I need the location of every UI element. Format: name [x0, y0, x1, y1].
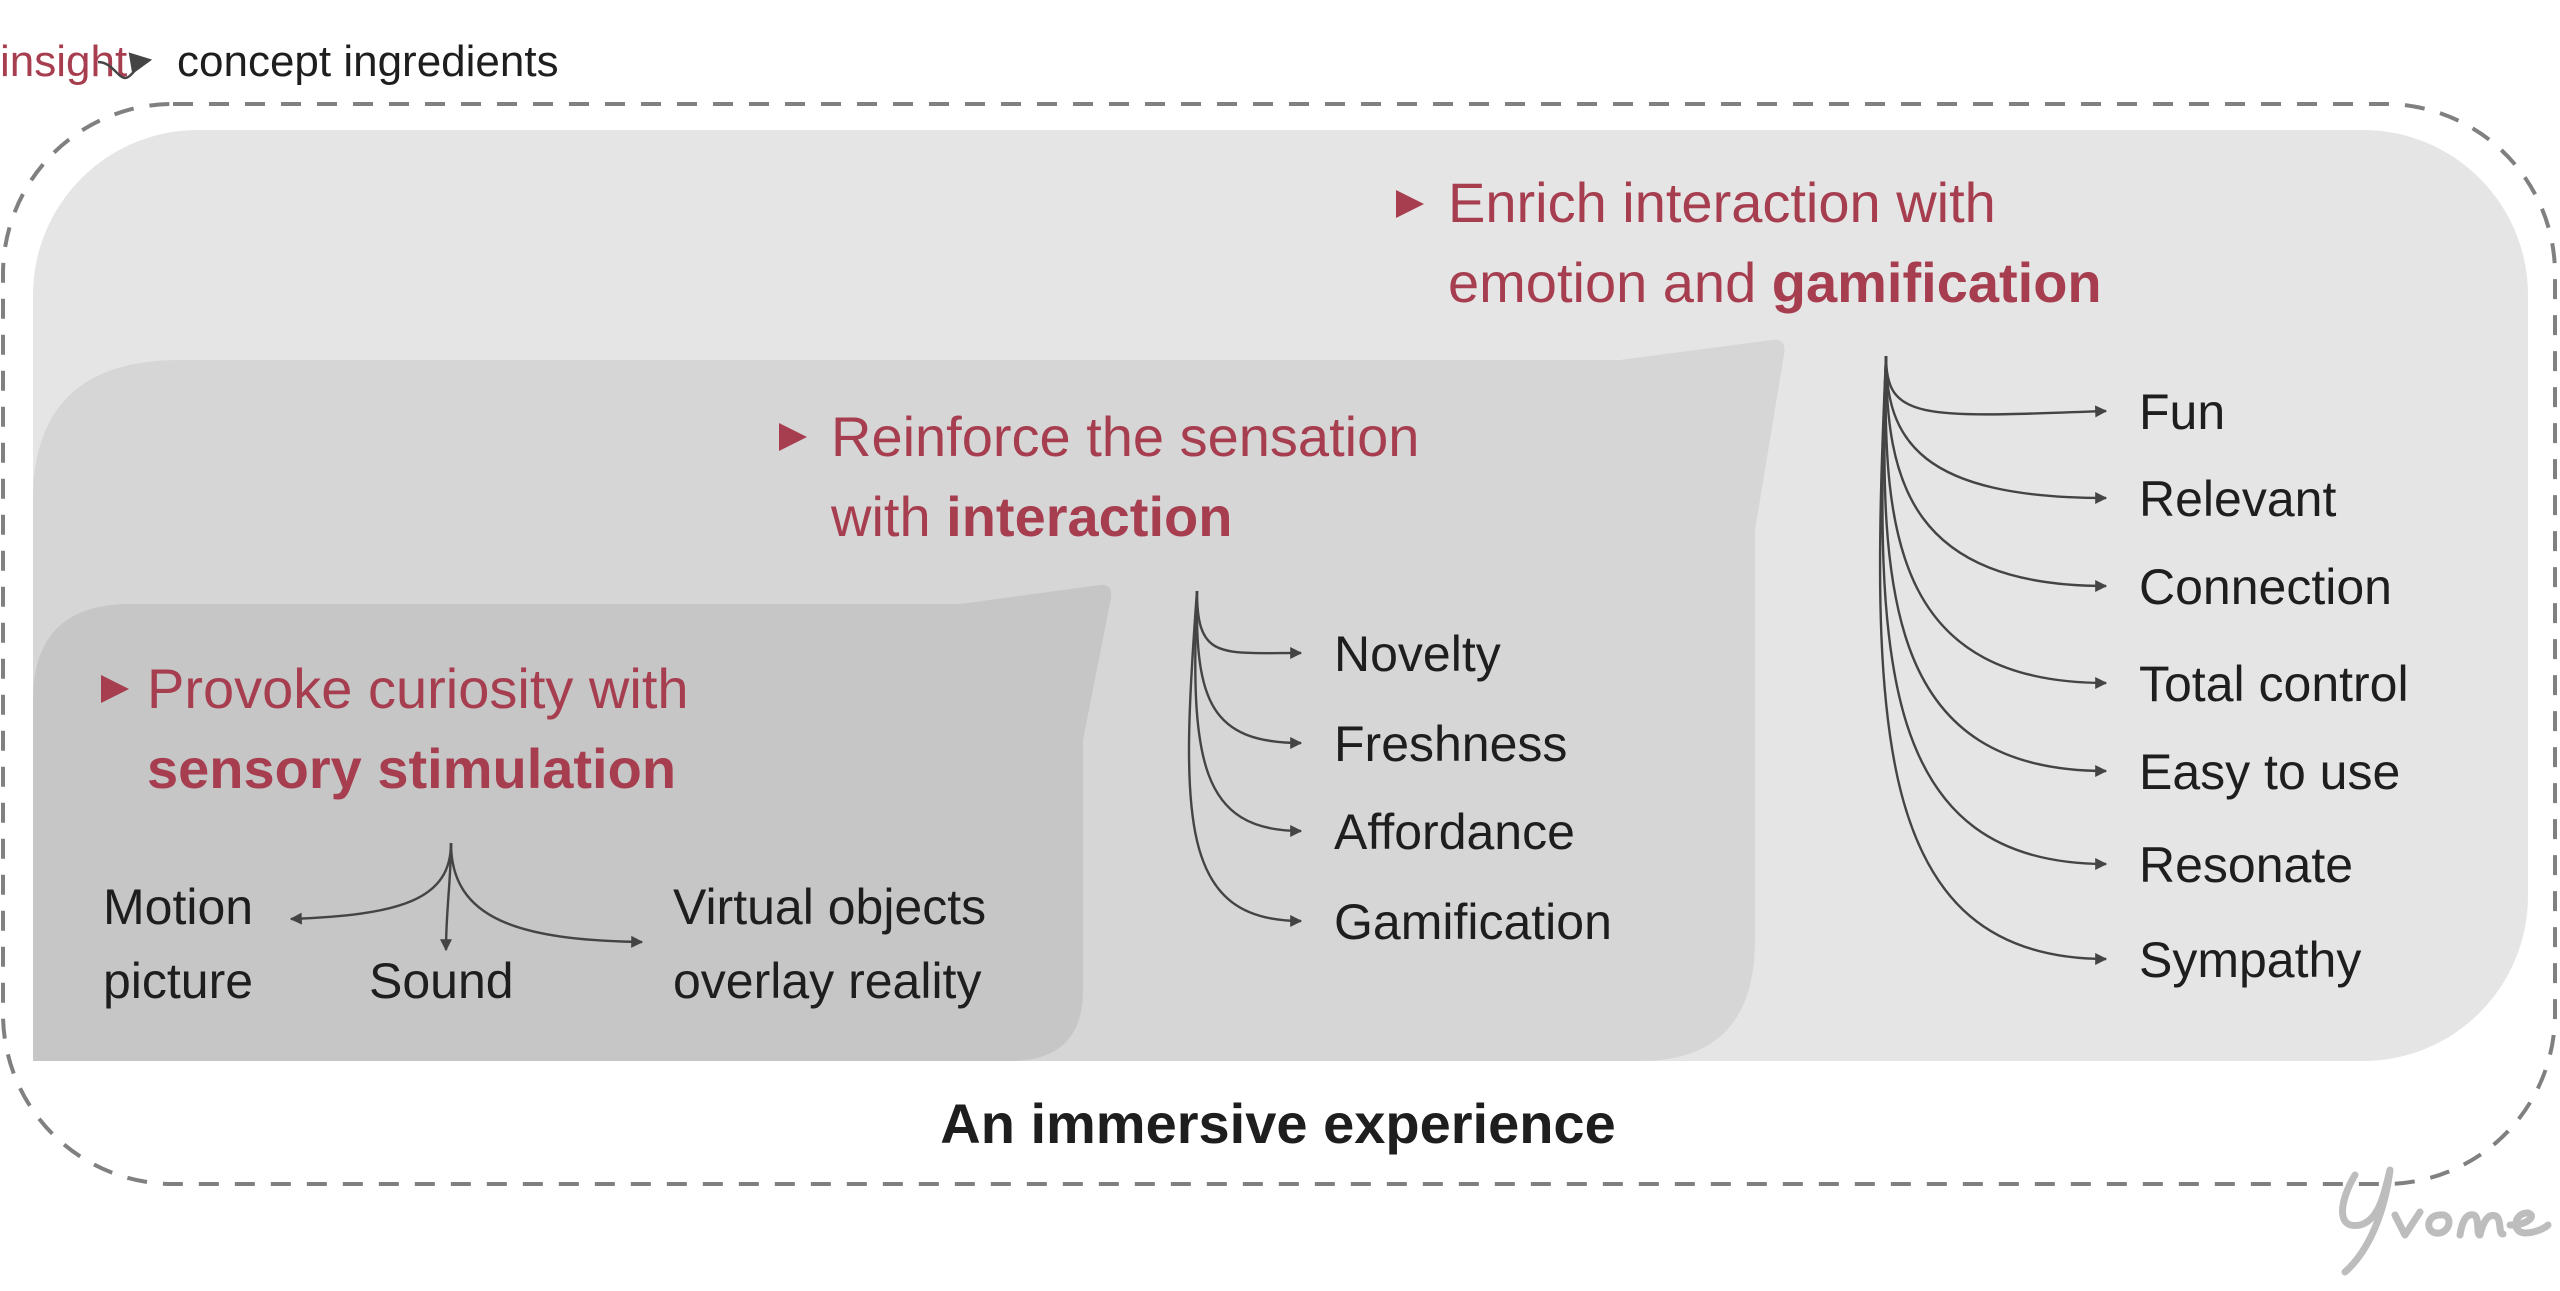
insight-line2-bold: sensory stimulation [147, 737, 676, 800]
ingredients-sensory: Motion picture Sound Virtual objects ove… [103, 842, 986, 1009]
legend-ingredients-label: concept ingredients [177, 37, 559, 86]
ingredient-easy-to-use: Easy to use [2139, 744, 2400, 800]
insight-sensory: Provoke curiosity with sensory stimulati… [101, 657, 689, 800]
ingredient-virtual-objects-line1: Virtual objects [673, 879, 986, 935]
ingredients-interaction: Novelty Freshness Affordance Gamificatio… [1187, 590, 1612, 950]
ingredient-virtual-objects-line2: overlay reality [673, 953, 981, 1009]
ingredient-resonate: Resonate [2139, 837, 2353, 893]
ingredient-total-control: Total control [2139, 656, 2409, 712]
triangle-bullet-icon [1396, 190, 1424, 218]
insight-line1: Enrich interaction with [1448, 171, 1996, 234]
triangle-bullet-icon [779, 423, 807, 451]
signature [2339, 1166, 2552, 1276]
insight-line2: with interaction [830, 485, 1232, 548]
ingredient-motion-picture-line1: Motion [103, 879, 253, 935]
insight-gamification: Enrich interaction with emotion and gami… [1396, 171, 2102, 314]
triangle-bullet-icon [101, 675, 129, 703]
ingredient-fun: Fun [2139, 384, 2225, 440]
insight-line1: Provoke curiosity with [147, 657, 689, 720]
ingredient-connection: Connection [2139, 559, 2392, 615]
diagram-title: An immersive experience [940, 1092, 1615, 1155]
ingredient-motion-picture-line2: picture [103, 953, 253, 1009]
insight-line2-plain: with [830, 485, 946, 548]
ingredients-gamification: Fun Relevant Connection Total control Ea… [1878, 355, 2409, 988]
ingredient-relevant: Relevant [2139, 471, 2336, 527]
inner-box-sensory [33, 584, 1112, 1061]
ingredient-novelty: Novelty [1334, 626, 1501, 682]
insight-line1: Reinforce the sensation [831, 405, 1419, 468]
ingredient-sympathy: Sympathy [2139, 932, 2361, 988]
insight-line2-plain: emotion and [1448, 251, 1772, 314]
insight-line2: emotion and gamification [1448, 251, 2102, 314]
ingredient-freshness: Freshness [1334, 716, 1567, 772]
ingredient-sound: Sound [369, 953, 514, 1009]
ingredient-gamification: Gamification [1334, 894, 1612, 950]
legend: insight concept ingredients [0, 37, 559, 86]
insight-line2-bold: interaction [946, 485, 1232, 548]
insight-line2-bold: gamification [1772, 251, 2102, 314]
legend-insight-label: insight [0, 37, 127, 86]
legend-wavy-arrow-icon [97, 52, 153, 80]
insight-interaction: Reinforce the sensation with interaction [779, 405, 1419, 548]
ingredient-affordance: Affordance [1334, 804, 1575, 860]
dashed-border [1, 102, 2557, 1186]
